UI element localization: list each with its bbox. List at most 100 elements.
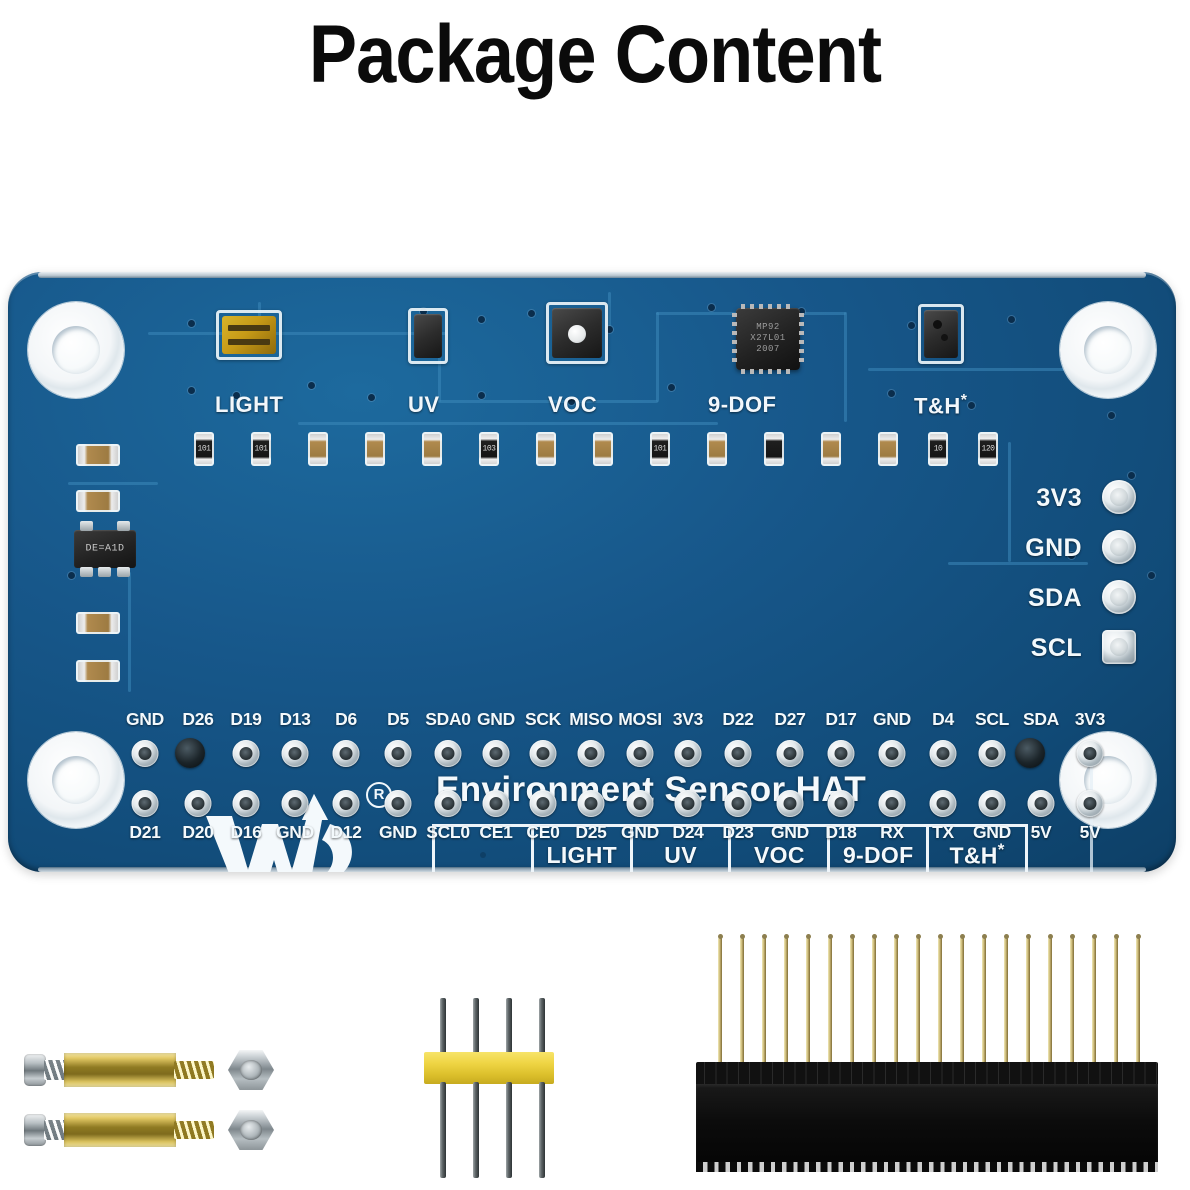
gpio-hole-bottom xyxy=(929,790,957,817)
sensor-label-voc: VOC xyxy=(548,392,598,417)
gpio-label-top: GND xyxy=(873,709,911,729)
header-pin xyxy=(539,1082,545,1178)
header-pin xyxy=(1047,934,1053,1064)
pcb-trace xyxy=(148,332,448,335)
pcb-via xyxy=(1148,572,1155,579)
pcb-trace xyxy=(128,572,131,692)
pcb-trace xyxy=(438,332,441,402)
i2c-address-table: LIGHT UV VOC 9-DOF T&H* Addr 0x29 0x53 0… xyxy=(432,824,1028,872)
gpio-label-top: SDA xyxy=(1022,709,1060,729)
gpio-label-bottom: CE0 xyxy=(526,822,560,842)
i2c-pad-sda xyxy=(1102,580,1136,614)
gpio-label-bottom: GND xyxy=(379,822,417,842)
pcb-via xyxy=(1108,412,1115,419)
pcb-via xyxy=(968,402,975,409)
gpio-hole-bottom xyxy=(724,790,752,817)
table-header-uv: UV xyxy=(629,824,732,872)
pcb-trace xyxy=(656,312,659,402)
th-sensor-chip xyxy=(924,310,958,358)
smd-code: 120 xyxy=(981,444,995,454)
gpio-hole-top xyxy=(626,740,654,767)
header-pin xyxy=(1113,934,1119,1064)
smd-component: 101 xyxy=(194,432,214,466)
forty-pin-stacking-header xyxy=(696,930,1158,1190)
screw-head xyxy=(24,1054,46,1086)
pcb-via xyxy=(606,326,613,333)
sensor-label-9dof: 9-DOF xyxy=(708,392,777,417)
smd-code: 10 xyxy=(933,444,943,454)
gpio-label-top: MISO xyxy=(569,709,613,729)
i2c-pad-gnd xyxy=(1102,530,1136,564)
gpio-hole-bottom xyxy=(674,790,702,817)
gpio-hole-bottom xyxy=(529,790,557,817)
gpio-hole-bottom xyxy=(1076,790,1104,817)
i2c-label-sda: SDA xyxy=(1028,584,1082,612)
power-regulator-ic: DE=A1D xyxy=(74,521,136,577)
nine-dof-chip-marking: MP92 X27L01 2007 xyxy=(750,322,786,354)
gpio-hole-top xyxy=(281,740,309,767)
smd-code: 101 xyxy=(653,444,667,454)
corner-dot xyxy=(479,852,486,858)
ic-leg xyxy=(98,567,111,577)
gpio-label-bottom: D21 xyxy=(129,822,161,842)
table-header-light: LIGHT xyxy=(530,824,633,872)
smd-component: 101 xyxy=(251,432,271,466)
header-pin xyxy=(805,934,811,1064)
pcb-trace xyxy=(608,292,611,332)
smd-component xyxy=(76,490,120,512)
pcb-trace xyxy=(948,562,1088,565)
sensor-label-th-text: T&H xyxy=(914,393,961,419)
uv-sensor-pad xyxy=(408,308,448,364)
gpio-label-bottom: GND xyxy=(771,822,809,842)
gpio-label-top: D27 xyxy=(774,709,806,729)
header-pin xyxy=(506,1082,512,1178)
gpio-hole-bottom xyxy=(626,790,654,817)
sensor-label-uv: UV xyxy=(408,392,440,417)
gpio-hole-bottom xyxy=(577,790,605,817)
smd-component xyxy=(878,432,898,466)
gpio-label-bottom: 5V xyxy=(1030,822,1052,842)
header-pin xyxy=(1003,934,1009,1064)
uv-sensor-chip xyxy=(414,314,442,358)
gpio-label-bottom: GND xyxy=(973,822,1011,842)
gpio-hole-top xyxy=(724,740,752,767)
pcb-via xyxy=(1128,472,1135,479)
header-pin xyxy=(937,934,943,1064)
page-title: Package Content xyxy=(308,9,882,100)
pcb-trace xyxy=(868,368,1068,371)
gpio-label-top: GND xyxy=(477,709,515,729)
header-pin xyxy=(473,998,479,1054)
gpio-hole-top xyxy=(674,740,702,767)
gpio-label-top: MOSI xyxy=(618,709,662,729)
header-plastic-body xyxy=(424,1052,554,1084)
table-header-th-asterisk: * xyxy=(997,840,1005,860)
i2c-label-gnd: GND xyxy=(1025,534,1082,562)
gpio-label-bottom: D25 xyxy=(575,822,607,842)
gpio-label-bottom: TX xyxy=(932,822,954,842)
smd-component xyxy=(422,432,442,466)
standoff-thread xyxy=(174,1121,214,1139)
smd-component xyxy=(764,432,784,466)
standoff-body xyxy=(64,1113,176,1147)
header-pin xyxy=(981,934,987,1064)
screw-head xyxy=(24,1114,46,1146)
header-pin xyxy=(1135,934,1141,1064)
i2c-pad-3v3 xyxy=(1102,480,1136,514)
pcb-via xyxy=(308,382,315,389)
table-header-9dof: 9-DOF xyxy=(827,824,930,872)
header-pin xyxy=(783,934,789,1064)
pcb-via xyxy=(1008,316,1015,323)
pcb-via xyxy=(478,316,485,323)
header-pin-group xyxy=(696,930,1158,1064)
gpio-hole-top xyxy=(577,740,605,767)
gpio-label-top: D22 xyxy=(722,709,754,729)
gpio-hole-top xyxy=(434,740,462,767)
smd-component xyxy=(76,444,120,466)
gpio-hole-bottom xyxy=(827,790,855,817)
header-pin xyxy=(739,934,745,1064)
gpio-hole-bottom xyxy=(776,790,804,817)
pcb-trace xyxy=(844,312,847,422)
header-pin xyxy=(473,1082,479,1178)
smd-code: 101 xyxy=(254,444,268,454)
